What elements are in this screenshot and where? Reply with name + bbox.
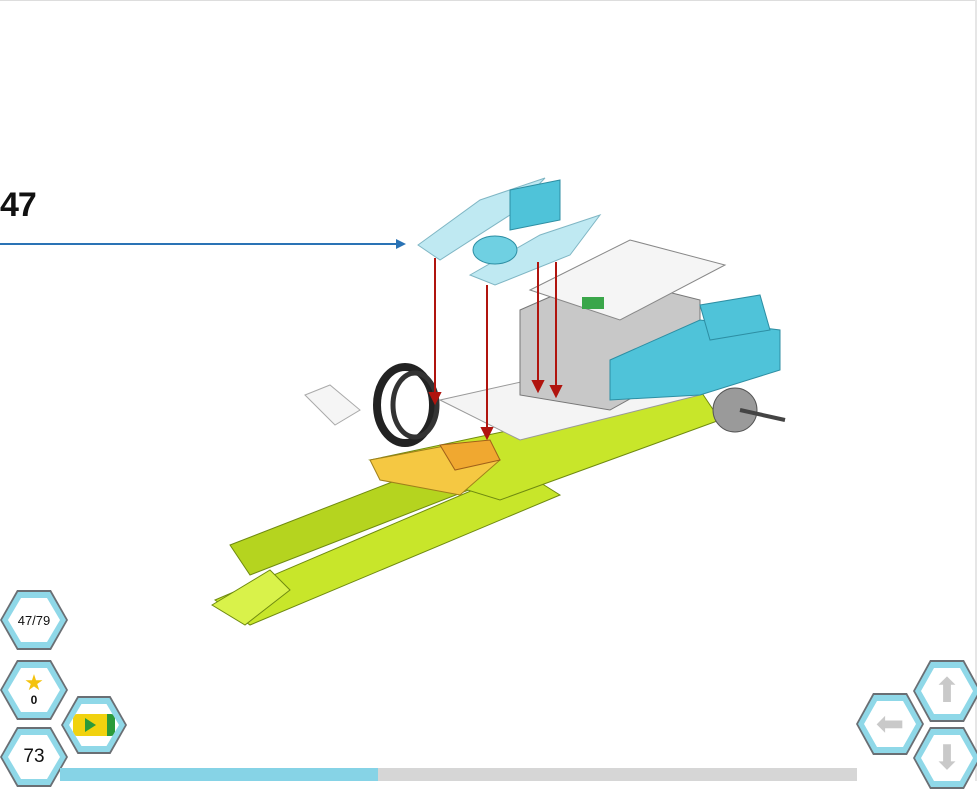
- placement-arrows: [428, 258, 563, 441]
- page-counter-text: 47/79: [17, 612, 51, 628]
- right-border: [975, 0, 977, 781]
- arrow-left-icon: ⬅: [875, 705, 905, 743]
- stars-count: 0: [30, 693, 38, 707]
- play-icon: [73, 714, 115, 736]
- arrow-down-icon: ⬇: [932, 739, 962, 777]
- callout-line: [0, 243, 400, 245]
- arrow-up-icon: ⬆: [932, 672, 962, 710]
- next-step-button[interactable]: ⬇: [913, 727, 977, 789]
- progress-fill: [60, 768, 378, 781]
- count-text: 73: [23, 746, 45, 767]
- play-program-button[interactable]: [61, 696, 127, 754]
- hub-button: [582, 297, 604, 309]
- star-icon: ★: [24, 670, 44, 695]
- top-border: [0, 0, 977, 1]
- callout-arrowhead: [396, 239, 406, 249]
- step-number: 47: [0, 186, 37, 224]
- progress-bar: [60, 768, 857, 781]
- gear: [712, 387, 758, 433]
- cable-plug: [304, 384, 361, 426]
